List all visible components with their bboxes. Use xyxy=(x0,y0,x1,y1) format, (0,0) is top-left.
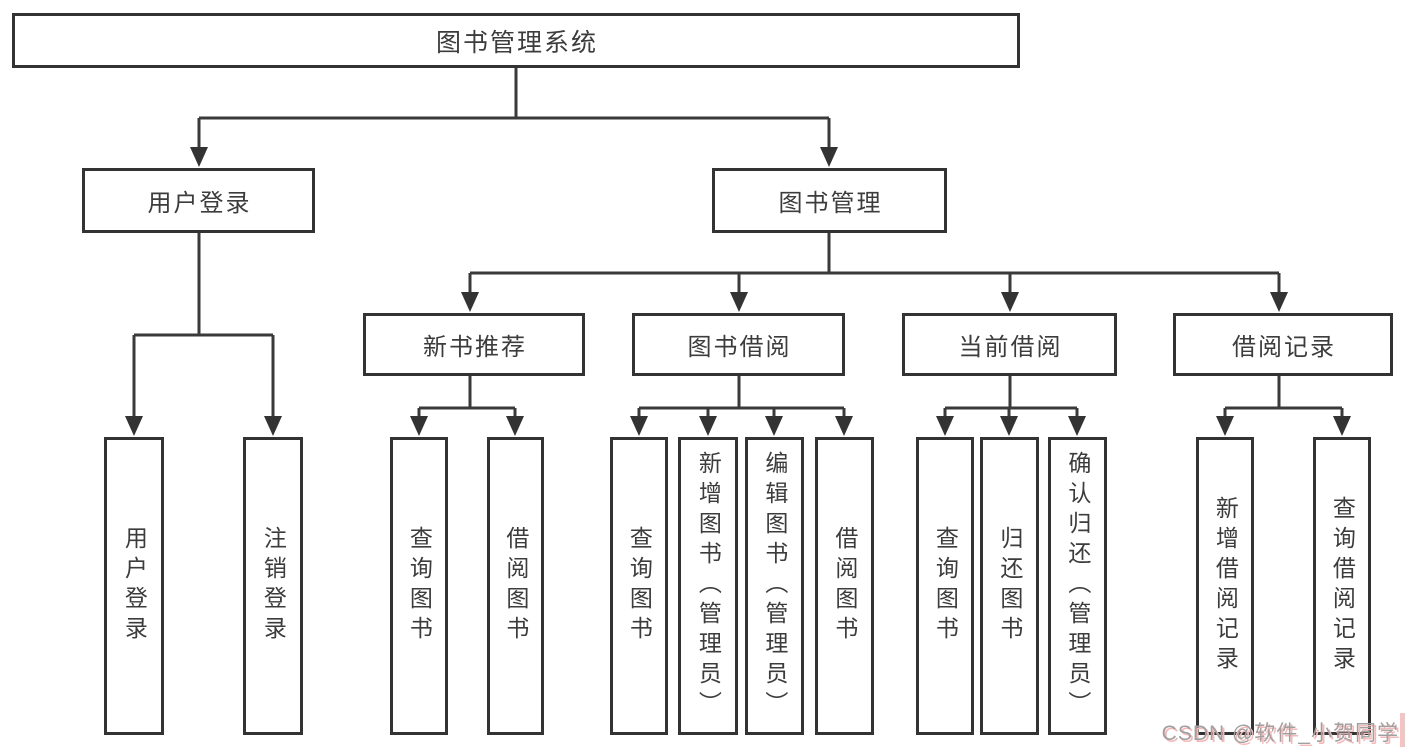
leaf-query-books-current: 查询图书 xyxy=(916,437,974,735)
leaf-add-books-admin: 新增图书（管理员） xyxy=(678,437,738,735)
node-root-label: 图书管理系统 xyxy=(435,28,598,57)
leaf-user-login: 用户登录 xyxy=(104,437,164,735)
leaf-query-books-recommendation: 查询图书 xyxy=(390,437,448,735)
node-book-borrowing: 图书借阅 xyxy=(632,313,845,376)
node-new-book-recommendation-label: 新书推荐 xyxy=(423,334,527,361)
right-edge-strip xyxy=(1400,713,1405,747)
node-book-management-label: 图书管理 xyxy=(778,190,883,217)
leaf-confirm-return-admin-label: 确认归还（管理员） xyxy=(1064,451,1091,721)
leaf-logout-label: 注销登录 xyxy=(260,526,287,646)
leaf-confirm-return-admin: 确认归还（管理员） xyxy=(1048,437,1107,735)
leaf-query-borrow-record: 查询借阅记录 xyxy=(1313,437,1371,735)
leaf-borrow-books: 借阅图书 xyxy=(815,437,874,735)
leaf-edit-books-admin: 编辑图书（管理员） xyxy=(745,437,804,735)
arrowheads xyxy=(125,147,1351,436)
leaf-edit-books-admin-label: 编辑图书（管理员） xyxy=(761,451,788,721)
node-user-login: 用户登录 xyxy=(82,168,315,233)
leaf-logout: 注销登录 xyxy=(243,437,303,735)
leaf-query-books-recommendation-label: 查询图书 xyxy=(406,526,433,646)
node-book-borrowing-label: 图书借阅 xyxy=(687,334,792,361)
tree-edges xyxy=(132,68,1344,418)
node-current-borrowing: 当前借阅 xyxy=(902,313,1117,376)
leaf-add-books-admin-label: 新增图书（管理员） xyxy=(695,451,722,721)
leaf-borrow-books-label: 借阅图书 xyxy=(831,526,858,646)
leaf-borrow-books-recommendation-label: 借阅图书 xyxy=(502,526,529,646)
leaf-query-books-borrowing-label: 查询图书 xyxy=(626,526,653,646)
leaf-add-borrow-record: 新增借阅记录 xyxy=(1196,437,1254,735)
leaf-query-books-current-label: 查询图书 xyxy=(932,526,959,646)
leaf-return-books: 归还图书 xyxy=(980,437,1039,735)
leaf-add-borrow-record-label: 新增借阅记录 xyxy=(1212,496,1239,676)
node-user-login-label: 用户登录 xyxy=(147,190,252,217)
leaf-user-login-label: 用户登录 xyxy=(121,526,148,646)
node-root-library-system: 图书管理系统 xyxy=(12,13,1020,68)
node-new-book-recommendation: 新书推荐 xyxy=(363,313,585,376)
node-current-borrowing-label: 当前借阅 xyxy=(958,334,1063,361)
node-borrowing-records-label: 借阅记录 xyxy=(1232,334,1336,361)
leaf-query-borrow-record-label: 查询借阅记录 xyxy=(1329,496,1356,676)
leaf-return-books-label: 归还图书 xyxy=(996,526,1023,646)
node-book-management: 图书管理 xyxy=(712,168,947,233)
watermark: CSDN @软件_小贺同学 xyxy=(1161,722,1399,745)
leaf-borrow-books-recommendation: 借阅图书 xyxy=(487,437,544,735)
node-borrowing-records: 借阅记录 xyxy=(1173,313,1393,376)
leaf-query-books-borrowing: 查询图书 xyxy=(610,437,668,735)
